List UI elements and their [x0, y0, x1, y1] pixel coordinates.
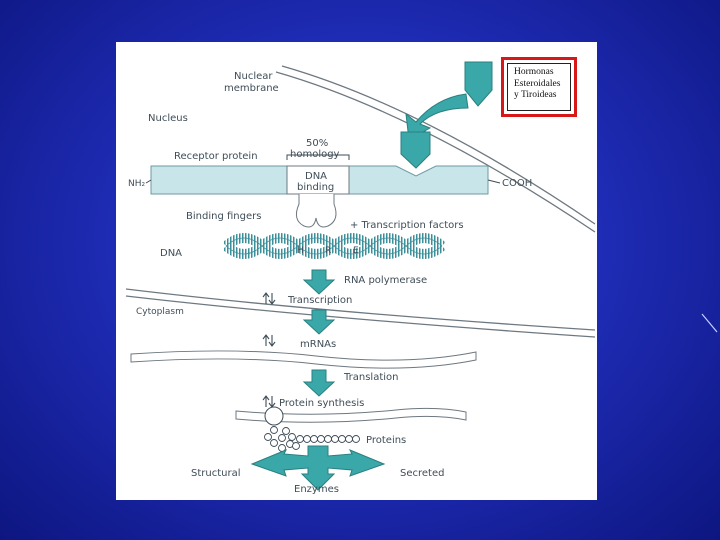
regulation-arrows-1 [262, 292, 276, 305]
callout-line-2: Esteroidales [514, 78, 561, 89]
cooh-label: COOH [502, 178, 532, 189]
translation-label: Translation [343, 372, 399, 383]
dna-binding-domain [286, 165, 350, 195]
binding-fingers-shape [295, 194, 337, 228]
hre-h-label: H [297, 246, 304, 256]
homology-label-2: homology [290, 149, 340, 160]
dna-helix [222, 233, 446, 259]
homology-label-1: 50% [306, 138, 328, 149]
receptor-protein-label: Receptor protein [174, 151, 258, 162]
secreted-label: Secreted [400, 468, 444, 479]
mrnas-label: mRNAs [300, 339, 336, 350]
hormone-callout-box: Hormonas Esteroidales y Tiroideas [501, 57, 577, 117]
ribosome-mrna-strand [235, 407, 467, 423]
translation-arrow [302, 369, 336, 397]
mrna-strand [130, 350, 477, 369]
hre-e-label: E [353, 246, 359, 256]
hre-r-label: R [325, 246, 331, 256]
dna-binding-label-2: binding [297, 182, 334, 193]
homology-bracket [286, 154, 350, 160]
rna-polymerase-label: RNA polymerase [344, 275, 427, 286]
decorative-slash [701, 313, 718, 333]
cytoplasm-label: Cytoplasm [136, 307, 184, 317]
nuclear-membrane-label-1: Nuclear [234, 71, 273, 82]
enzymes-label: Enzymes [294, 484, 339, 495]
receptor-protein [150, 165, 489, 228]
nh2-tick [145, 179, 152, 184]
figure-panel: Nuclear membrane Nucleus 50% homology Re… [116, 42, 597, 500]
mrna-arrow [302, 309, 336, 335]
transcription-arrow [302, 269, 336, 295]
hormone-callout-text: Hormonas Esteroidales y Tiroideas [507, 63, 571, 111]
transcription-label: Transcription [287, 295, 352, 306]
bound-hormone-shape [400, 131, 431, 169]
steroid-hormone-mechanism-diagram: Nuclear membrane Nucleus 50% homology Re… [125, 61, 596, 495]
protein-fate-arrows [250, 445, 386, 491]
callout-line-3: y Tiroideas [514, 90, 557, 100]
nucleus-label: Nucleus [148, 113, 188, 124]
callout-line-1: Hormonas [514, 67, 554, 77]
protein-chain [264, 426, 360, 452]
proteins-label: Proteins [366, 435, 406, 446]
protein-synthesis-label: Protein synthesis [279, 398, 364, 409]
binding-fingers-label: Binding fingers [186, 211, 261, 222]
regulation-arrows-2 [262, 334, 276, 347]
cooh-tick [487, 179, 501, 184]
ribosome-shape [264, 406, 284, 426]
nuclear-membrane-label-2: membrane [224, 83, 279, 94]
dna-label: DNA [160, 248, 182, 259]
regulation-arrows-3 [262, 395, 276, 408]
nh2-label: NH₂ [128, 179, 146, 189]
nuclear-envelope-lower [125, 288, 596, 338]
hormone-molecule-shape [464, 61, 493, 107]
transcription-factors-label: + Transcription factors [350, 220, 464, 231]
structural-label: Structural [191, 468, 241, 479]
dna-binding-label-1: DNA [305, 171, 327, 182]
